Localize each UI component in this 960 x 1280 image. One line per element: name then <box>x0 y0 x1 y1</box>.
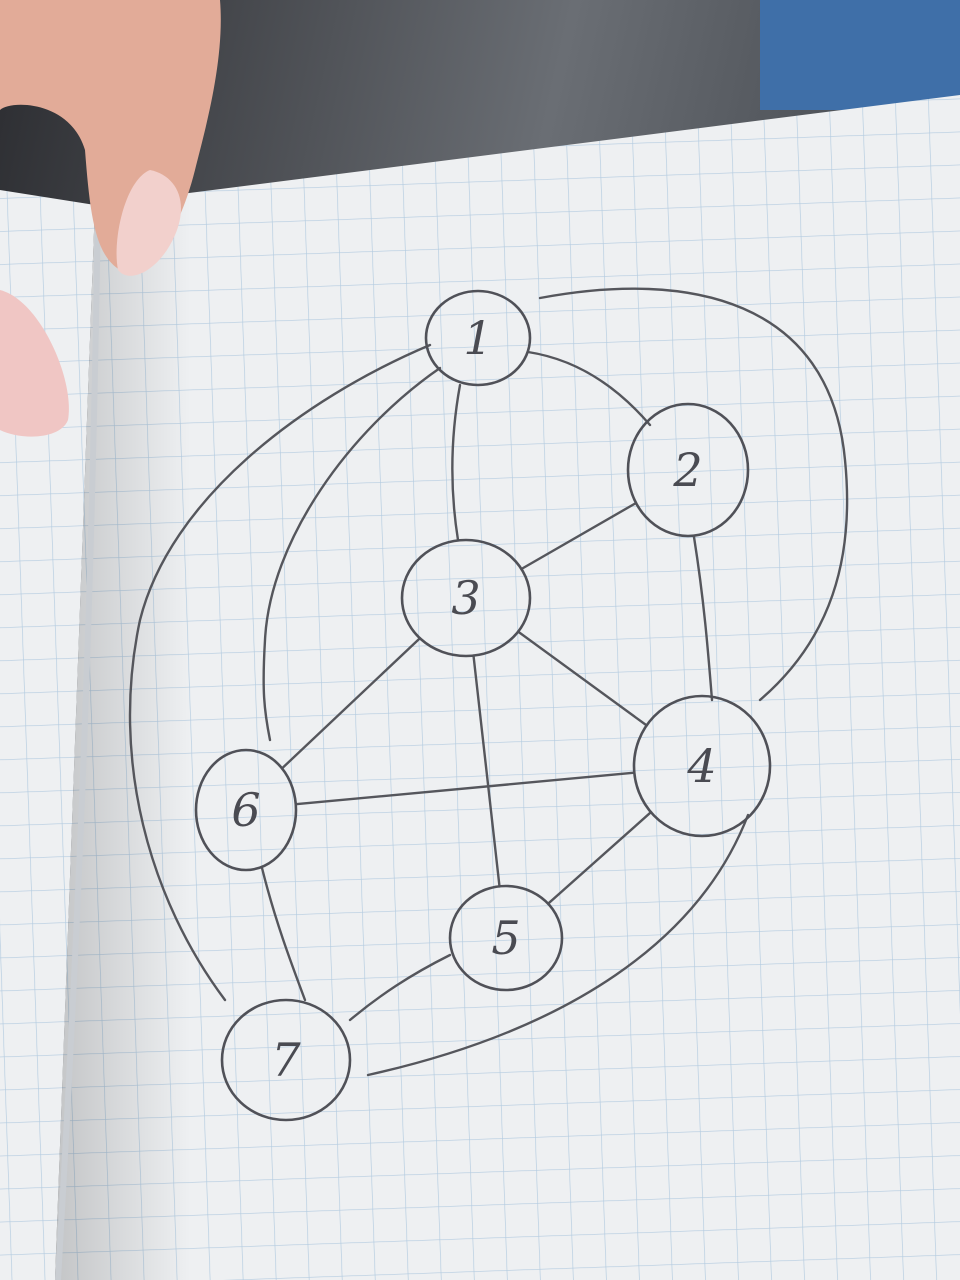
edge-6-7 <box>260 866 307 1002</box>
node-7: 7 <box>220 998 352 1122</box>
node-circle-3 <box>400 538 532 658</box>
page-shadow <box>55 95 960 1280</box>
blue-object <box>760 0 960 110</box>
node-circle-2 <box>626 402 750 538</box>
node-label-1: 1 <box>463 311 492 365</box>
node-1: 1 <box>424 289 532 387</box>
node-circle-6 <box>194 748 298 872</box>
graph-edges <box>128 287 849 1077</box>
edge-4-6 <box>294 771 636 806</box>
node-2: 2 <box>626 402 750 538</box>
edge-2-3 <box>520 501 638 571</box>
node-circle-7 <box>220 998 352 1122</box>
node-circle-1 <box>424 289 532 387</box>
node-6: 6 <box>194 748 298 872</box>
edge-1-4 <box>538 287 849 702</box>
node-5: 5 <box>448 884 564 992</box>
edge-1-3 <box>451 383 462 542</box>
edge-3-4 <box>516 630 648 727</box>
node-label-6: 6 <box>231 783 260 837</box>
finger-nail <box>0 290 69 437</box>
node-circle-5 <box>448 884 564 992</box>
node-circle-4 <box>632 694 772 838</box>
edge-3-5 <box>472 654 501 888</box>
node-label-4: 4 <box>686 739 716 793</box>
edge-1-6 <box>262 366 442 742</box>
node-3: 3 <box>400 538 532 658</box>
node-4: 4 <box>632 694 772 838</box>
node-label-2: 2 <box>672 443 702 497</box>
edge-1-2 <box>526 350 652 427</box>
graph-nodes: 1 2 3 4 5 6 7 <box>194 289 772 1122</box>
edge-1-7 <box>128 343 432 1002</box>
node-label-5: 5 <box>491 911 520 965</box>
notebook-spine <box>55 204 101 1280</box>
node-label-7: 7 <box>271 1033 301 1087</box>
edge-2-4 <box>692 535 714 702</box>
edge-4-7 <box>366 813 750 1077</box>
thumb-nail <box>116 170 181 276</box>
edge-5-7 <box>348 953 452 1022</box>
node-label-3: 3 <box>451 571 480 625</box>
edge-3-6 <box>280 637 422 770</box>
left-page <box>0 190 95 1280</box>
edge-4-5 <box>546 811 653 905</box>
